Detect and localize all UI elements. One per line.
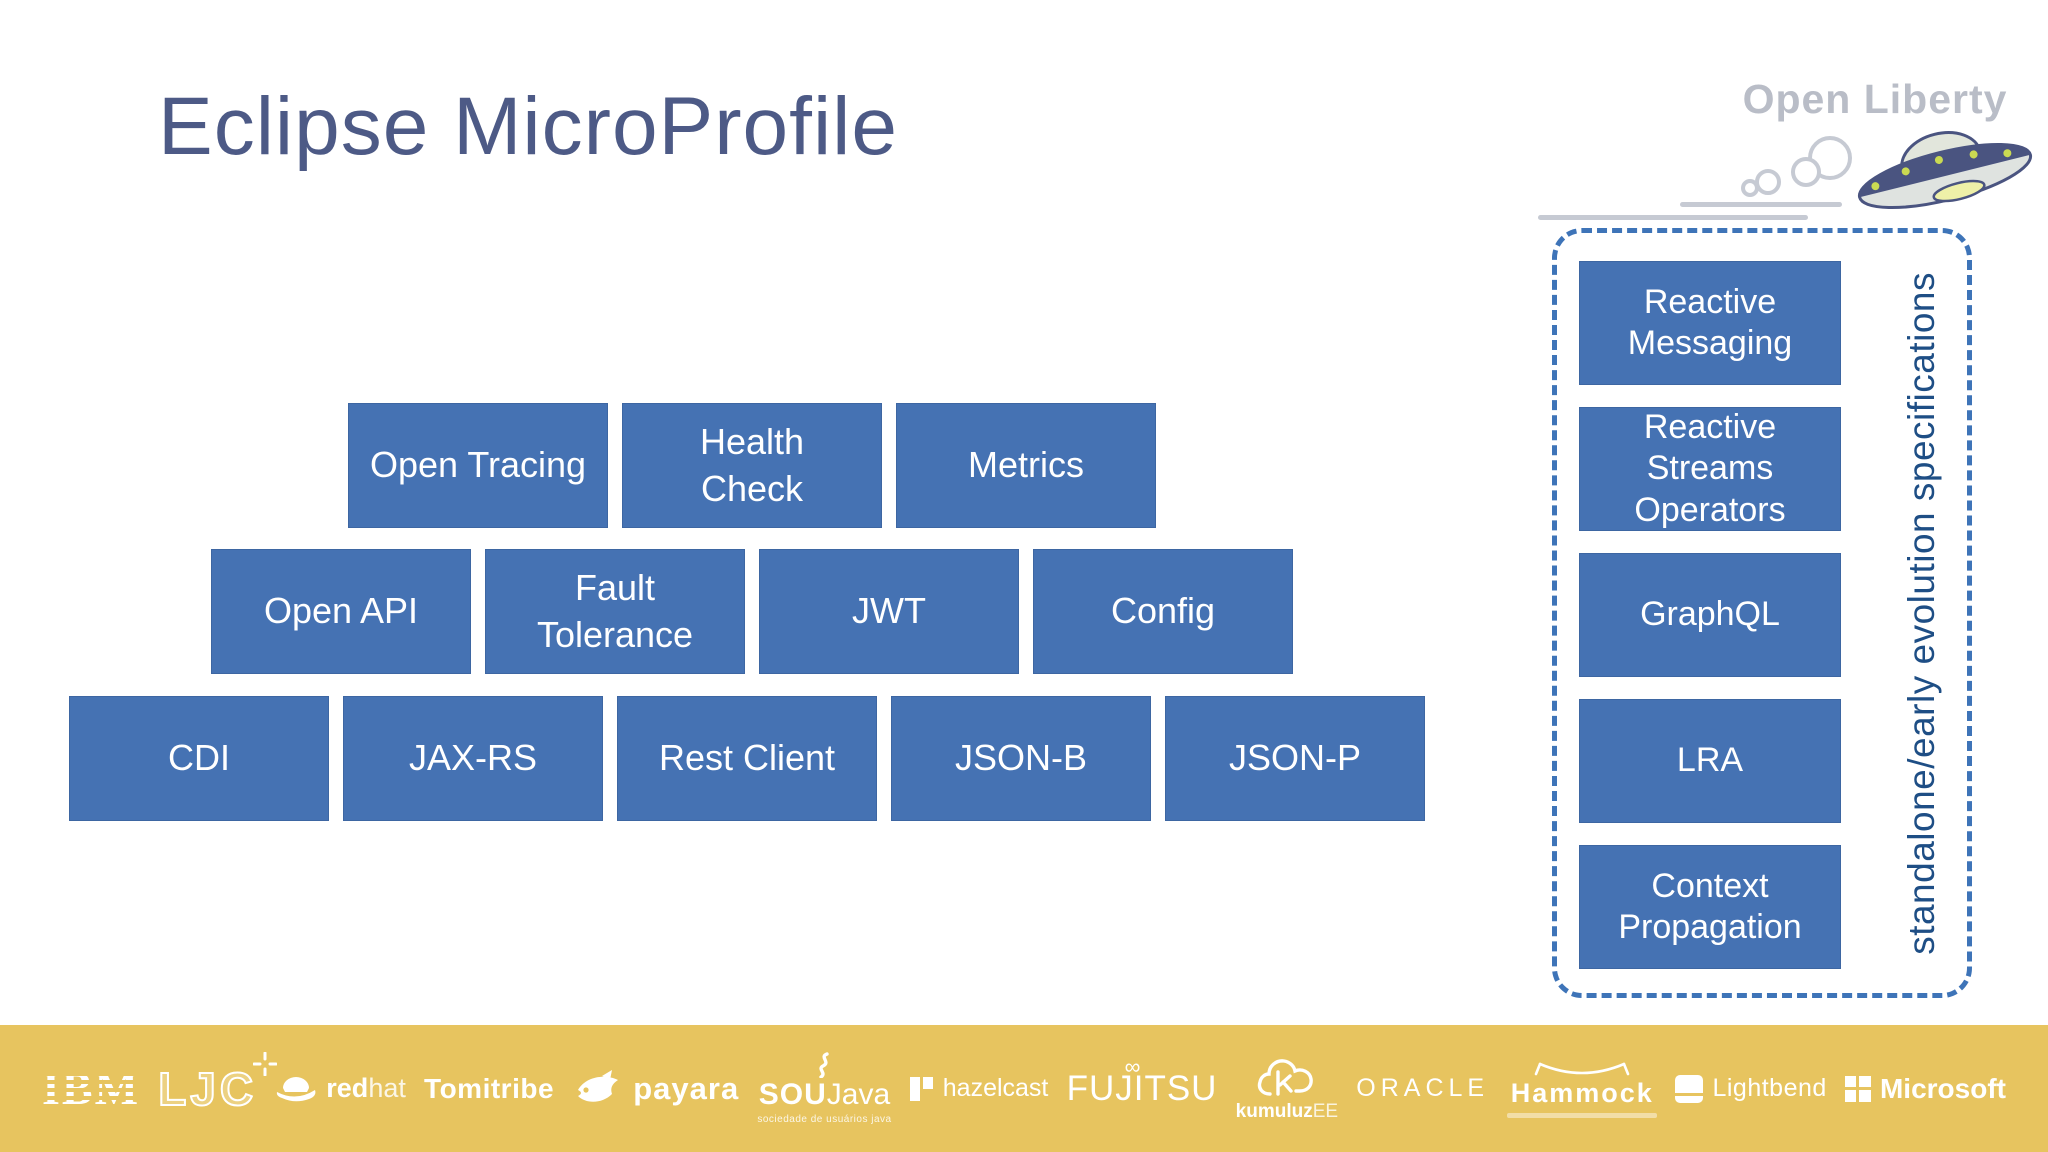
spec-box-json-b: JSON-B — [891, 696, 1151, 821]
spec-label: GraphQL — [1640, 595, 1780, 634]
logo-fujitsu: ∞ FUJITSU — [1066, 1054, 1218, 1109]
soujava-java: Java — [826, 1078, 891, 1111]
spec-label: Open Tracing — [369, 444, 587, 486]
spec-label: Metrics — [968, 444, 1084, 486]
soujava-wordmark: SOUJava — [759, 1080, 890, 1110]
logo-kumuluzee: kumuluzEE — [1236, 1056, 1338, 1121]
hazelcast-wordmark: hazelcast — [942, 1074, 1049, 1102]
steam-icon — [819, 1052, 830, 1078]
redhat-fedora-icon — [277, 1076, 316, 1101]
redhat-hat: hat — [368, 1073, 406, 1103]
spec-label: Context Propagation — [1618, 866, 1802, 946]
microsoft-window-icon — [1844, 1075, 1871, 1102]
hammock-curve-icon — [1534, 1062, 1630, 1075]
logo-oracle: ORACLE — [1356, 1074, 1489, 1103]
fujitsu-wordmark: FUJITSU — [1066, 1068, 1218, 1108]
redhat-wordmark: redhat — [326, 1073, 406, 1104]
spec-box-lra: LRA — [1579, 699, 1841, 823]
tomitribe-wordmark: Tomitribe — [424, 1072, 555, 1104]
spec-box-open-tracing: Open Tracing — [348, 403, 608, 528]
smoke-clouds-icon — [1741, 136, 1852, 197]
spec-box-rest-client: Rest Client — [617, 696, 877, 821]
spec-label: Fault Tolerance — [536, 567, 694, 655]
spec-label: Reactive Messaging — [1627, 282, 1793, 362]
standalone-spec-column: Reactive Messaging Reactive Streams Oper… — [1579, 261, 1841, 991]
ljc-wordmark: LJC — [157, 1062, 258, 1115]
fujitsu-infinity-icon: ∞ — [1124, 1053, 1141, 1079]
hammock-subtitle-bar — [1507, 1112, 1658, 1118]
standalone-panel-caption: standalone/early evolution specification… — [1883, 233, 1961, 993]
speed-line — [1680, 202, 1842, 207]
lightbend-wordmark: Lightbend — [1712, 1074, 1827, 1102]
kumuluz-wordmark: kumuluzEE — [1236, 1102, 1338, 1121]
pyramid-row-bottom: CDI JAX-RS Rest Client JSON-B JSON-P — [69, 696, 1425, 821]
logo-hammock: Hammock — [1507, 1060, 1658, 1118]
logo-redhat: redhat — [275, 1072, 406, 1106]
logo-ibm: IBM — [42, 1062, 140, 1114]
spec-label: Config — [1110, 590, 1216, 632]
spec-label: JWT — [852, 590, 926, 632]
microsoft-wordmark: Microsoft — [1879, 1072, 2006, 1104]
oracle-wordmark: ORACLE — [1356, 1074, 1490, 1102]
payara-fish-icon — [578, 1069, 619, 1102]
spec-box-json-p: JSON-P — [1165, 696, 1425, 821]
spec-box-health-check: Health Check — [622, 403, 882, 528]
sparkle-icon — [253, 1051, 278, 1076]
lightbend-icon — [1675, 1074, 1704, 1103]
logo-ljc: LJC — [157, 1051, 278, 1115]
speed-line — [1538, 215, 1808, 220]
pyramid-row-middle: Open API Fault Tolerance JWT Config — [211, 549, 1293, 674]
spec-box-cdi: CDI — [69, 696, 329, 821]
spec-label: Rest Client — [658, 737, 836, 779]
ibm-wordmark: IBM — [42, 1062, 140, 1114]
spec-box-fault-tolerance: Fault Tolerance — [485, 549, 745, 674]
kumuluz-cloud-icon — [1257, 1059, 1313, 1096]
spec-box-config: Config — [1033, 549, 1293, 674]
logo-hazelcast: hazelcast — [909, 1074, 1049, 1103]
page-title: Eclipse MicroProfile — [158, 81, 898, 172]
spec-label: JSON-P — [1228, 737, 1361, 779]
redhat-red: red — [326, 1073, 369, 1103]
spec-label: Health Check — [699, 421, 805, 509]
logo-lightbend: Lightbend — [1675, 1074, 1826, 1103]
sponsor-footer: IBM LJC redhat Tomitribe — [0, 1025, 2048, 1152]
logo-microsoft: Microsoft — [1844, 1072, 2006, 1105]
spec-box-open-api: Open API — [211, 549, 471, 674]
spec-label: JAX-RS — [408, 737, 538, 779]
hazelcast-icon — [909, 1076, 934, 1101]
soujava-subtitle: sociedade de usuários java — [757, 1114, 892, 1125]
spec-box-context-propagation: Context Propagation — [1579, 845, 1841, 969]
spec-box-metrics: Metrics — [896, 403, 1156, 528]
spec-box-graphql: GraphQL — [1579, 553, 1841, 677]
spec-box-jwt: JWT — [759, 549, 1019, 674]
standalone-specs-panel: Reactive Messaging Reactive Streams Oper… — [1552, 228, 1972, 998]
spec-label: Open API — [263, 590, 419, 632]
logo-soujava: SOUJava sociedade de usuários java — [757, 1052, 891, 1125]
kumuluz-ee: EE — [1312, 1101, 1339, 1122]
hammock-wordmark: Hammock — [1510, 1077, 1654, 1108]
logo-payara: payara — [572, 1068, 739, 1110]
kumuluz-name: kumuluz — [1235, 1101, 1313, 1122]
soujava-sou: SOU — [758, 1078, 827, 1111]
spec-box-jax-rs: JAX-RS — [343, 696, 603, 821]
spec-label: LRA — [1676, 741, 1744, 780]
ufo-rocket-illustration — [1538, 131, 2033, 220]
open-liberty-wordmark: Open Liberty — [1742, 76, 2008, 122]
spec-label: CDI — [168, 737, 230, 779]
spec-label: Reactive Streams Operators — [1634, 407, 1786, 529]
payara-wordmark: payara — [633, 1070, 740, 1106]
logo-tomitribe: Tomitribe — [424, 1073, 554, 1105]
spec-box-reactive-messaging: Reactive Messaging — [1579, 261, 1841, 385]
spec-box-reactive-streams-operators: Reactive Streams Operators — [1579, 407, 1841, 531]
flying-saucer-icon — [1857, 131, 2033, 210]
spec-label: JSON-B — [954, 737, 1087, 779]
pyramid-row-top: Open Tracing Health Check Metrics — [348, 403, 1156, 528]
standalone-caption-text: standalone/early evolution specification… — [1901, 271, 1942, 955]
